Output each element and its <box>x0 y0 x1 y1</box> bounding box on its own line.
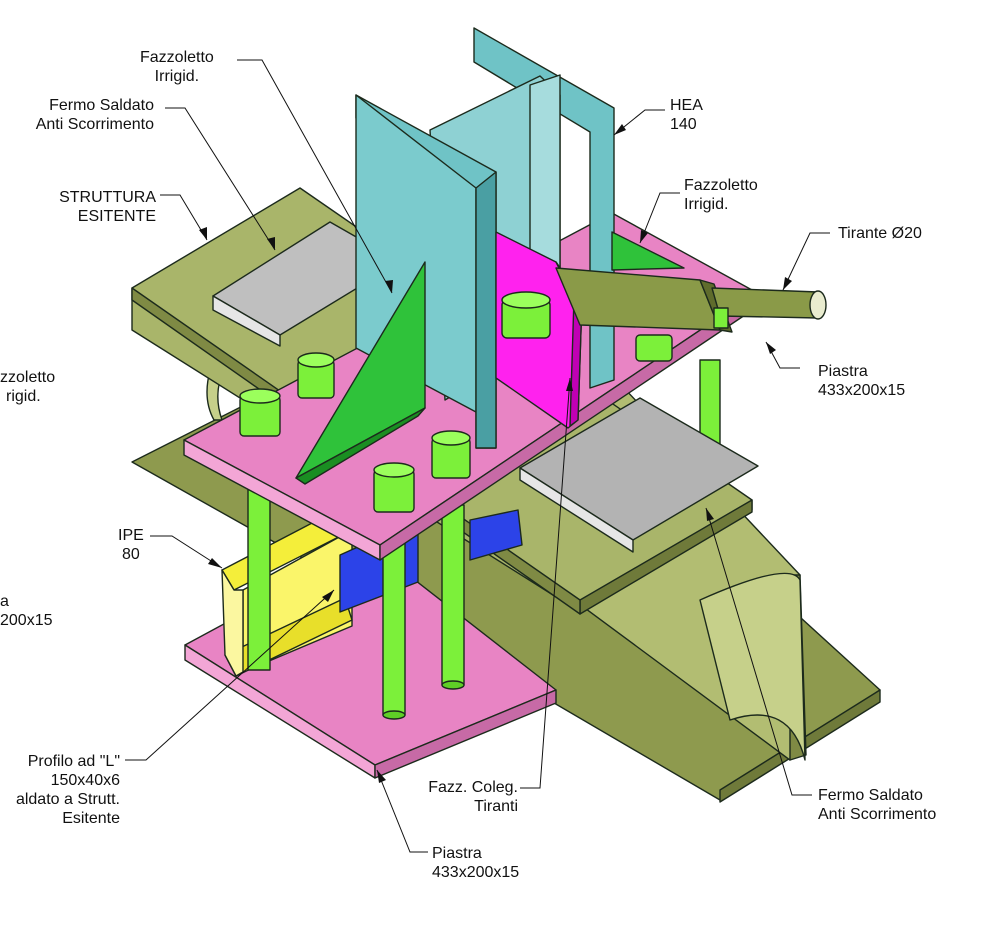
label-line: STRUTTURA <box>59 189 156 206</box>
label-line: Irrigid. <box>684 196 729 213</box>
label-line: Tirante Ø20 <box>838 225 922 242</box>
label-line: Anti Scorrimento <box>35 116 154 133</box>
label-line: Esitente <box>62 810 120 827</box>
label-ipe-80: IPE 80 <box>118 526 144 564</box>
label-piastra-left-cut: a 200x15 <box>0 592 53 630</box>
label-piastra-bottom: Piastra 433x200x15 <box>432 844 519 882</box>
bolt-1 <box>297 352 335 399</box>
label-line: Profilo ad "L" <box>27 753 120 770</box>
bolt-6 <box>635 334 673 362</box>
label-line: Irrigid. <box>154 68 200 85</box>
label-line: Piastra <box>432 845 482 862</box>
column-back-flange <box>473 27 615 389</box>
label-line: Fermo Saldato <box>49 97 154 114</box>
threaded-rods <box>247 359 721 720</box>
label-line: Fazz. Coleg. <box>428 779 518 796</box>
label-line: 140 <box>670 116 697 133</box>
label-line: Fazzoletto <box>684 177 758 194</box>
label-line: ESITENTE <box>77 208 156 225</box>
label-line: rigid. <box>6 388 41 405</box>
label-fazzoletto-right: Fazzoletto Irrigid. <box>684 176 758 214</box>
bolt-2 <box>239 388 281 437</box>
label-line: Piastra <box>818 363 868 380</box>
leader-lines <box>125 59 830 853</box>
bolt-3 <box>431 430 471 479</box>
label-piastra-right: Piastra 433x200x15 <box>818 362 905 400</box>
label-fazzoletto-top: Fazzoletto Irrigid. <box>140 48 214 86</box>
label-fazz-coleg-tiranti: Fazz. Coleg. Tiranti <box>414 778 518 816</box>
label-line: aldato a Strutt. <box>15 791 120 808</box>
label-line: 200x15 <box>0 612 53 629</box>
label-struttura-esistente: STRUTTURA ESITENTE <box>40 188 156 226</box>
label-fermo-top: Fermo Saldato Anti Scorrimento <box>16 96 154 134</box>
label-line: 433x200x15 <box>432 864 520 881</box>
anti-slip-stop-plates <box>212 221 759 553</box>
label-line: 150x40x6 <box>50 772 120 789</box>
label-line: 433x200x15 <box>818 382 906 399</box>
label-line: Tiranti <box>474 798 518 815</box>
label-line: Anti Scorrimento <box>818 806 937 823</box>
bolt-5 <box>501 291 551 339</box>
label-line: IPE <box>118 527 144 544</box>
bolts <box>239 291 673 513</box>
label-line: Fermo Saldato <box>818 787 923 804</box>
tie-rod-d20 <box>555 267 827 333</box>
bolt-4 <box>373 462 415 513</box>
label-hea-140: HEA 140 <box>670 96 703 134</box>
label-line: a <box>0 593 9 610</box>
beam-end-profile <box>699 572 806 761</box>
label-tirante: Tirante Ø20 <box>838 224 922 243</box>
label-line: Fazzoletto <box>140 49 214 66</box>
label-fermo-bottom: Fermo Saldato Anti Scorrimento <box>818 786 936 824</box>
label-line: zzoletto <box>0 369 56 386</box>
label-line: HEA <box>670 97 703 114</box>
label-line: 80 <box>122 546 140 563</box>
label-fazzoletto-left-cut: zzoletto rigid. <box>0 368 55 406</box>
label-profilo-l: Profilo ad "L" 150x40x6 aldato a Strutt.… <box>0 752 120 828</box>
green-gusset-right <box>611 231 685 271</box>
